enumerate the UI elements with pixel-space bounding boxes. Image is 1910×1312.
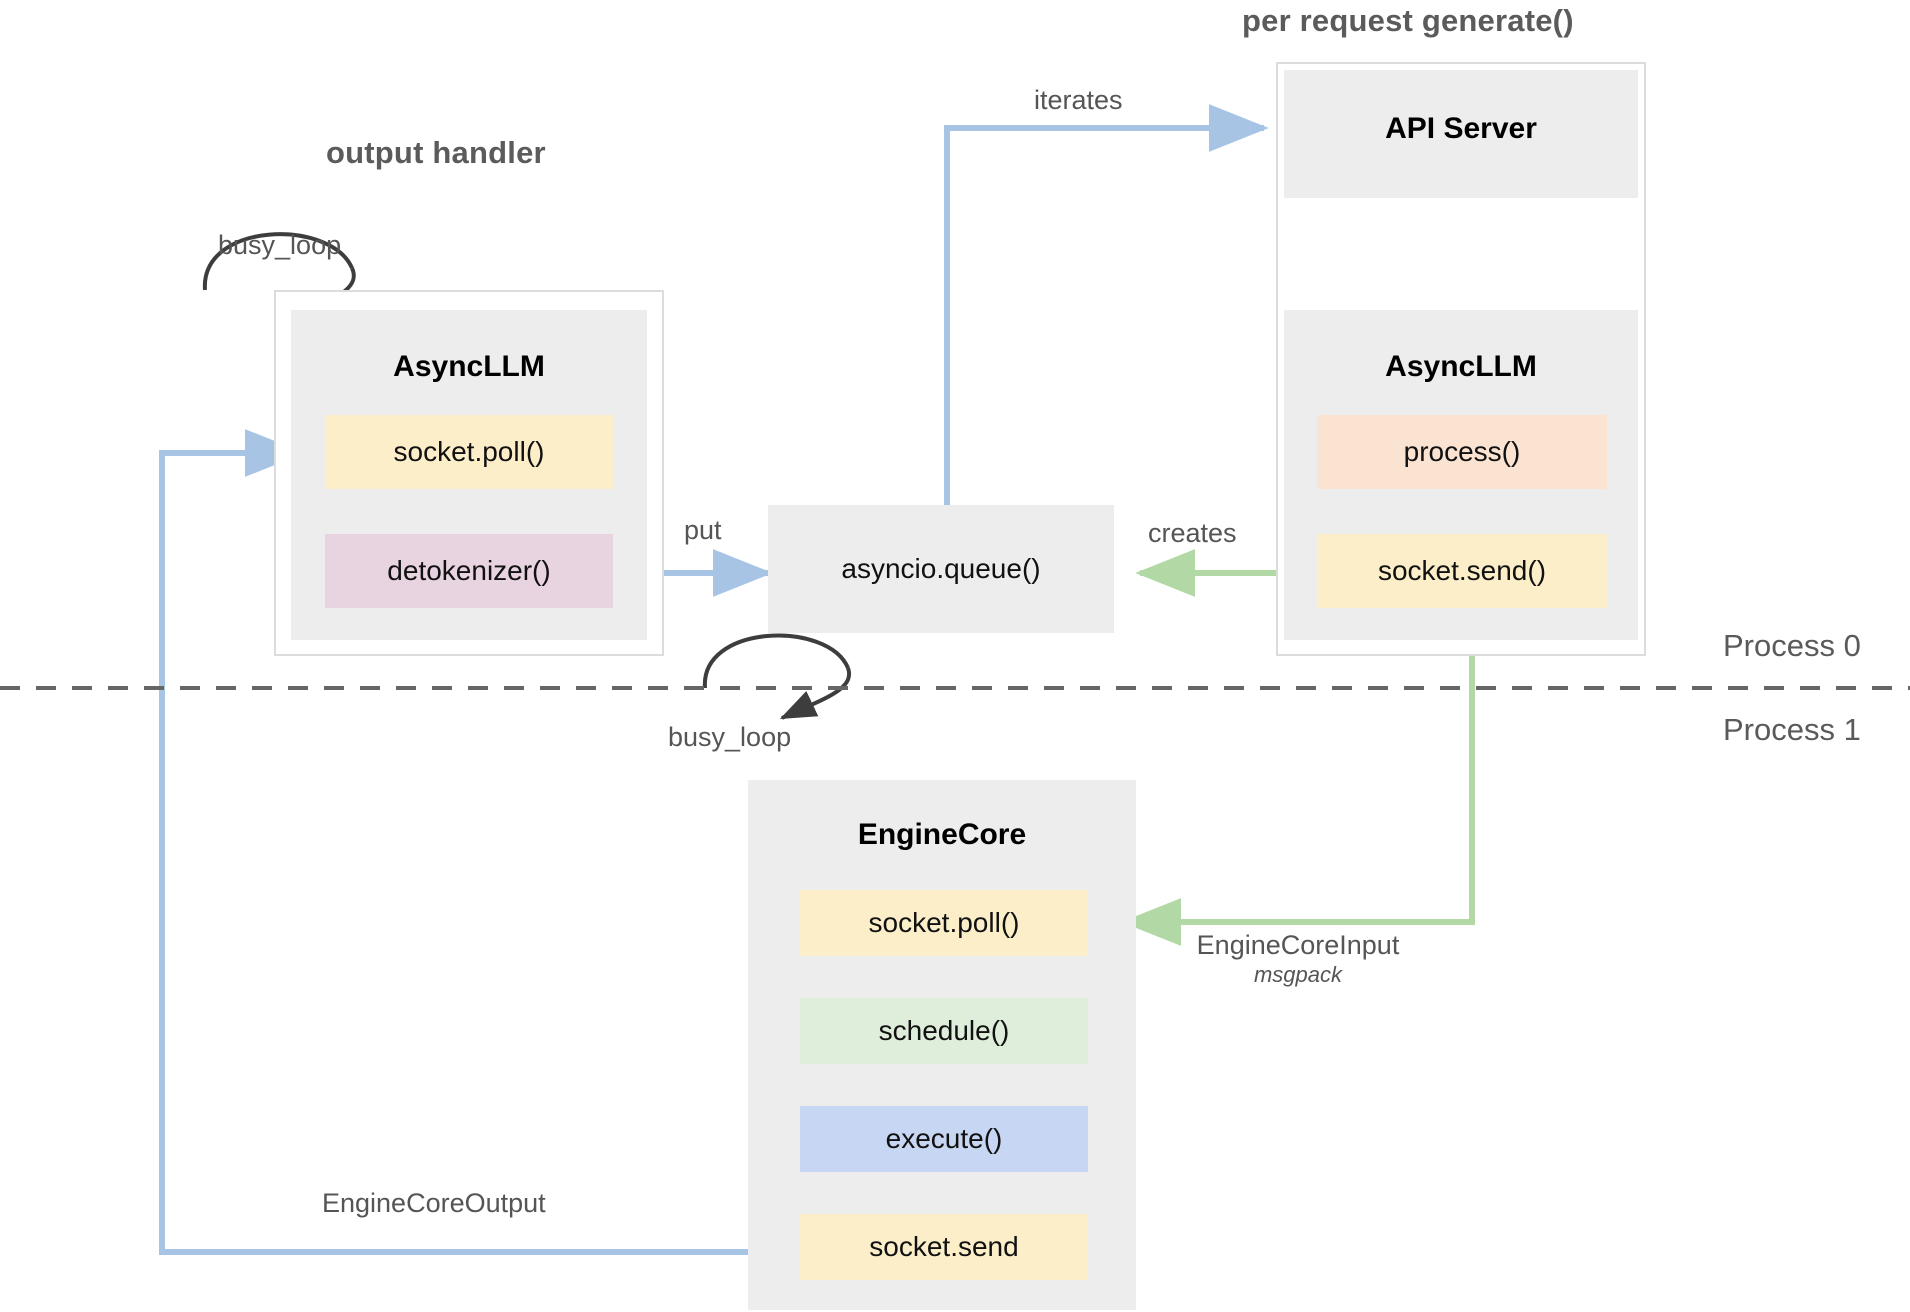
slot-socket-send-per-request[interactable]: socket.send() (1317, 534, 1607, 608)
slot-execute[interactable]: execute() (800, 1106, 1088, 1172)
process-0-label: Process 0 (1723, 628, 1861, 663)
edge-label-iterates: iterates (1034, 85, 1123, 115)
busy-loop-label-output-handler: busy_loop (218, 230, 342, 260)
slot-process[interactable]: process() (1317, 415, 1607, 489)
api-server-title: API Server (1385, 112, 1537, 145)
engine-core-output-label: EngineCoreOutput (322, 1188, 546, 1218)
engine-core-title: EngineCore (857, 818, 1027, 851)
slot-socket-send-engine-core[interactable]: socket.send (800, 1214, 1088, 1280)
engine-core-input-label: EngineCoreInput msgpack (1168, 930, 1428, 988)
group-title-per-request: per request generate() (1242, 3, 1574, 38)
process-1-label: Process 1 (1723, 712, 1861, 747)
asyncllm-output-handler-title: AsyncLLM (393, 350, 545, 383)
asyncio-queue-box[interactable]: asyncio.queue() (768, 505, 1114, 633)
edge-label-put: put (684, 515, 722, 545)
slot-socket-poll-engine-core[interactable]: socket.poll() (800, 890, 1088, 956)
slot-detokenizer[interactable]: detokenizer() (325, 534, 613, 608)
engine-core-input-title: EngineCoreInput (1196, 930, 1400, 960)
busy-loop-arc-engine-core (702, 633, 852, 720)
slot-schedule[interactable]: schedule() (800, 998, 1088, 1064)
group-title-output-handler: output handler (326, 135, 546, 170)
engine-core-input-subtitle: msgpack (1253, 962, 1343, 987)
busy-loop-label-engine-core: busy_loop (668, 722, 792, 752)
edge-label-creates: creates (1148, 518, 1237, 548)
slot-socket-poll-output-handler[interactable]: socket.poll() (325, 415, 613, 489)
api-server-box[interactable]: API Server (1284, 70, 1638, 198)
edge-iterates (944, 104, 1269, 510)
asyncllm-per-request-title: AsyncLLM (1385, 350, 1537, 383)
